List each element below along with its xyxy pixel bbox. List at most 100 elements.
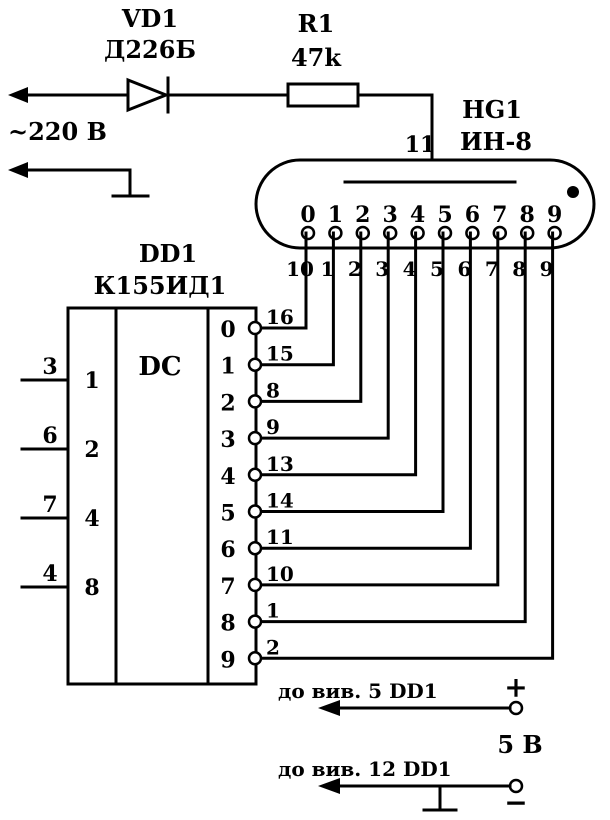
resistor-r1: R1 47k — [286, 9, 434, 184]
tube-pin-circle-6 — [465, 225, 480, 241]
input-pin-number-1: 3 — [42, 354, 57, 380]
output-pin-circle-0 — [247, 320, 263, 336]
plus-sign: + — [504, 671, 527, 704]
power-supply: + до вив. 5 DD1 5 В до вив. 12 DD1 − — [278, 671, 543, 819]
tube-pin-circle-5 — [437, 225, 453, 241]
input-weight-2: 2 — [84, 437, 99, 463]
output-pin-circle-2 — [247, 394, 263, 409]
tube-pin-circle-3 — [382, 225, 398, 241]
mains-input: ~220 В — [8, 87, 150, 198]
output-label-6: 6 — [220, 537, 235, 563]
tube-digit-1: 1 — [328, 202, 343, 228]
tube-type: ИН-8 — [460, 127, 532, 156]
output-wire-3 — [259, 231, 390, 440]
tube-pin-circle-7 — [492, 225, 508, 241]
output-pin-circle-6 — [247, 540, 263, 556]
output-label-0: 0 — [220, 317, 235, 343]
tube-pin-number-8: 8 — [512, 257, 526, 281]
minus-sign: − — [504, 786, 527, 819]
tube-pin-circle-10 — [300, 225, 316, 241]
tube-pin-number-4: 4 — [403, 257, 417, 281]
output-label-8: 8 — [220, 611, 235, 637]
tube-pin-number-2: 2 — [348, 257, 362, 281]
decoder-type: К155ИД1 — [94, 271, 227, 300]
input-pin-number-2: 6 — [42, 423, 57, 449]
tube-digit-9: 9 — [547, 202, 562, 228]
output-wire-5 — [259, 231, 445, 513]
decoder-function: DC — [138, 352, 181, 382]
decoder-ref: DD1 — [139, 239, 197, 268]
output-label-2: 2 — [220, 390, 235, 416]
output-pin-number-4: 13 — [266, 452, 294, 476]
output-wire-6 — [259, 231, 472, 550]
resistor-ref: R1 — [298, 9, 335, 38]
tube-pin-number-10: 10 — [286, 257, 314, 281]
output-wire-9 — [259, 231, 555, 660]
output-pin-circle-1 — [247, 357, 263, 372]
output-pin-number-9: 2 — [266, 635, 280, 659]
output-label-3: 3 — [220, 427, 235, 453]
output-wire-7 — [259, 231, 500, 587]
tube-digit-0: 0 — [300, 202, 315, 228]
output-pin-number-8: 1 — [266, 599, 280, 623]
diode-type: Д226Б — [104, 35, 196, 64]
output-wire-2 — [259, 231, 363, 403]
tube-key-dot — [567, 186, 579, 198]
tube-pin-number-1: 1 — [320, 257, 334, 281]
output-pin-number-5: 14 — [266, 489, 294, 513]
tube-digit-4: 4 — [410, 202, 425, 228]
tube-digit-7: 7 — [492, 202, 507, 228]
input-pin-number-4: 7 — [42, 492, 57, 518]
output-label-5: 5 — [220, 501, 235, 527]
supply-voltage: 5 В — [497, 730, 542, 759]
output-wire-0 — [259, 231, 308, 330]
tube-pin-circle-9 — [547, 225, 562, 241]
tube-pin-circle-2 — [355, 225, 371, 241]
tube-digit-8: 8 — [520, 202, 535, 228]
output-label-7: 7 — [220, 574, 235, 600]
output-label-1: 1 — [220, 354, 235, 380]
input-pin-number-8: 4 — [42, 561, 57, 587]
tube-digit-6: 6 — [465, 202, 480, 228]
mains-voltage-label: ~220 В — [8, 117, 107, 146]
tube-ref: HG1 — [462, 95, 522, 124]
output-pin-circle-7 — [247, 577, 263, 593]
input-weight-8: 8 — [84, 575, 99, 601]
diode-vd1: VD1 Д226Б — [104, 4, 290, 114]
tube-pin-number-3: 3 — [375, 257, 389, 281]
tube-pin-circle-8 — [519, 225, 535, 241]
output-label-4: 4 — [220, 464, 235, 490]
output-pin-circle-4 — [247, 467, 263, 483]
output-pin-number-1: 15 — [266, 342, 294, 366]
tube-pin-number-7: 7 — [485, 257, 499, 281]
tube-pin-circle-4 — [410, 225, 425, 241]
tube-anode-pin: 11 — [405, 132, 436, 158]
tube-digit-5: 5 — [437, 202, 452, 228]
output-wire-4 — [259, 231, 418, 477]
minus-note: до вив. 12 DD1 — [278, 757, 452, 781]
tube-pin-circle-1 — [328, 225, 343, 241]
tube-pin-number-5: 5 — [430, 257, 444, 281]
output-pin-number-6: 11 — [266, 525, 294, 549]
output-pin-circle-5 — [247, 504, 263, 519]
output-pin-number-0: 16 — [266, 305, 294, 329]
output-pin-circle-3 — [247, 430, 263, 446]
output-pin-number-3: 9 — [266, 415, 280, 439]
tube-digit-2: 2 — [355, 202, 370, 228]
tube-digit-3: 3 — [383, 202, 398, 228]
tube-pin-number-6: 6 — [457, 257, 471, 281]
input-weight-4: 4 — [84, 506, 99, 532]
plus-note: до вив. 5 DD1 — [278, 679, 438, 703]
output-pin-circle-9 — [247, 651, 263, 666]
output-wire-1 — [259, 231, 335, 367]
diode-ref: VD1 — [121, 4, 178, 33]
plus-terminal — [508, 700, 524, 716]
output-label-9: 9 — [220, 647, 235, 673]
output-pin-number-7: 10 — [266, 562, 294, 586]
